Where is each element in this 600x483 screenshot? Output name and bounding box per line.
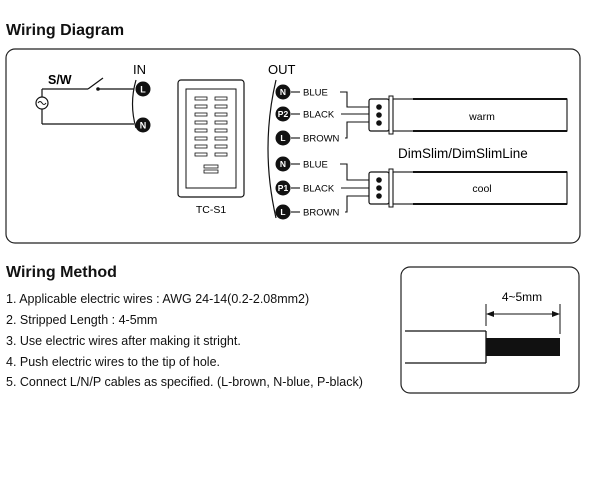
- out-terminal-6: L: [275, 204, 291, 220]
- product-label: DimSlim/DimSlimLine: [398, 146, 528, 161]
- wiring-diagram-title: Wiring Diagram: [6, 22, 125, 39]
- lamp-warm: [388, 95, 568, 135]
- method-step-1: 1. Applicable electric wires : AWG 24-14…: [6, 292, 310, 306]
- wire-label-3: BROWN: [303, 134, 340, 145]
- switch-label: S/W: [48, 73, 72, 87]
- wire-label-4: BLUE: [303, 160, 328, 171]
- out-terminal-5: P1: [275, 180, 291, 196]
- lamp-cool: [388, 168, 568, 208]
- method-step-4: 4. Push electric wires to the tip of hol…: [6, 355, 220, 369]
- svg-text:L: L: [280, 207, 285, 217]
- method-step-5: 5. Connect L/N/P cables as specified. (L…: [6, 375, 363, 389]
- svg-text:N: N: [280, 87, 286, 97]
- wiring-method-title: Wiring Method: [6, 264, 117, 281]
- wire-label-2: BLACK: [303, 110, 335, 121]
- connector-block-cool: [368, 171, 390, 205]
- out-terminal-2: P2: [275, 106, 291, 122]
- svg-text:N: N: [280, 159, 286, 169]
- out-terminal-4: N: [275, 156, 291, 172]
- method-step-3: 3. Use electric wires after making it st…: [6, 334, 241, 348]
- strip-length-label: 4~5mm: [502, 290, 542, 304]
- device-label: TC-S1: [196, 204, 226, 216]
- lamp-cool-label: cool: [472, 183, 491, 195]
- wire-label-6: BROWN: [303, 208, 340, 219]
- lamp-warm-label: warm: [468, 111, 495, 123]
- out-label: OUT: [268, 62, 296, 77]
- in-terminal-n: N: [135, 117, 151, 133]
- in-label: IN: [133, 62, 146, 77]
- wire-label-1: BLUE: [303, 88, 328, 99]
- svg-text:L: L: [140, 85, 146, 95]
- out-terminal-1: N: [275, 84, 291, 100]
- svg-text:P1: P1: [278, 183, 289, 193]
- wire-label-5: BLACK: [303, 184, 335, 195]
- connector-block-warm: [368, 98, 390, 132]
- svg-text:N: N: [140, 121, 147, 131]
- in-terminal-l: L: [135, 81, 151, 97]
- switch-icon: [87, 77, 134, 91]
- dimmer-device: [177, 79, 245, 198]
- bare-conductor: [486, 338, 560, 356]
- svg-text:L: L: [280, 133, 285, 143]
- out-terminal-3: L: [275, 130, 291, 146]
- ac-source-icon: [35, 96, 49, 110]
- svg-text:P2: P2: [278, 109, 289, 119]
- method-step-2: 2. Stripped Length : 4-5mm: [6, 313, 158, 327]
